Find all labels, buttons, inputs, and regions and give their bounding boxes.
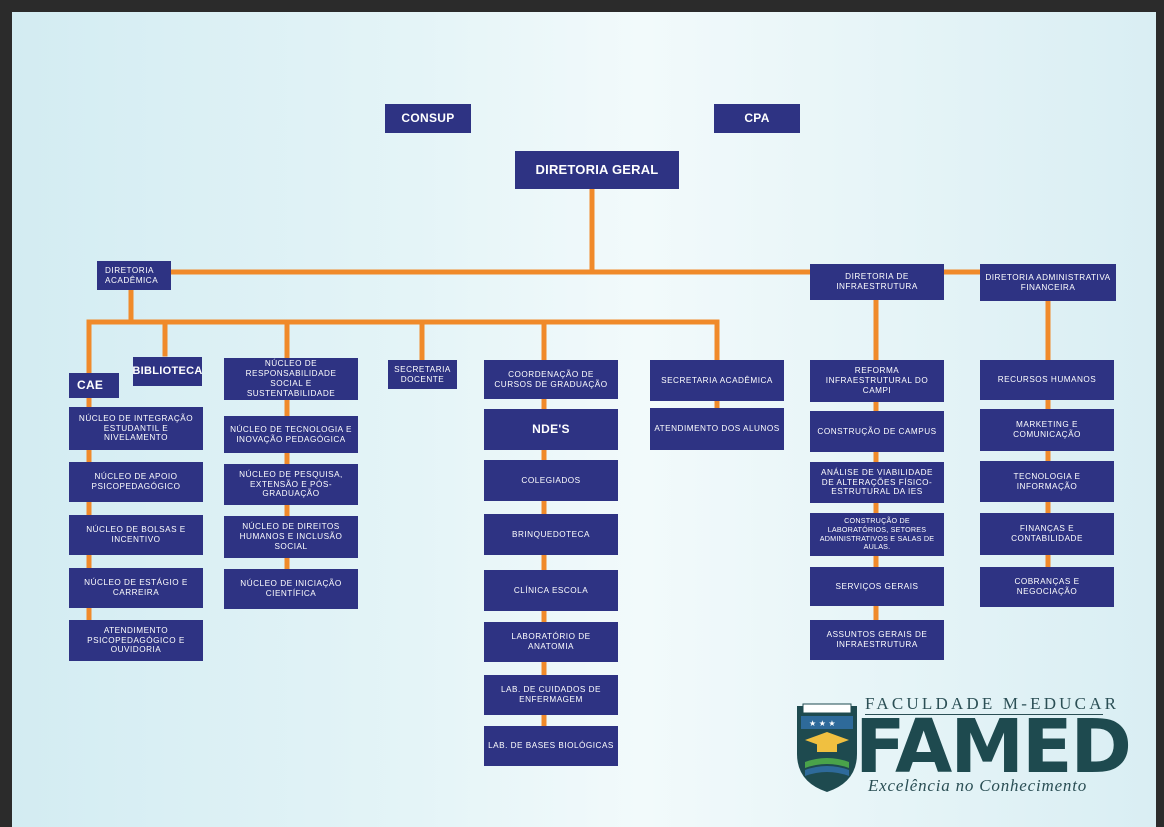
nucleo-item-label: NÚCLEO DE TECNOLOGIA E INOVAÇÃO PEDAGÓGI… (230, 424, 352, 444)
consup-label: CONSUP (401, 111, 455, 126)
nucleo-item-box: NÚCLEO DE DIREITOS HUMANOS E INCLUSÃO SO… (224, 516, 358, 558)
cae-item-label: ATENDIMENTO PSICOPEDAGÓGICO E OUVIDORIA (87, 625, 185, 655)
cae-item-box: ATENDIMENTO PSICOPEDAGÓGICO E OUVIDORIA (69, 620, 203, 661)
infra-item-box: ANÁLISE DE VIABILIDADE DE ALTERAÇÕES FÍS… (810, 462, 944, 503)
infra-item-box: ASSUNTOS GERAIS DE INFRAESTRUTURA (810, 620, 944, 660)
coordenacao-item-label: CLÍNICA ESCOLA (513, 585, 589, 595)
cae-item-label: NÚCLEO DE ESTÁGIO E CARREIRA (84, 578, 188, 597)
fin-item-label: MARKETING E COMUNICAÇÃO (1013, 420, 1081, 439)
coordenacao-label: COORDENAÇÃO DE CURSOS DE GRADUAÇÃO (494, 369, 608, 389)
cae-box: CAE (69, 373, 119, 398)
nucleo-item-box: NÚCLEO DE RESPONSABILIDADE SOCIAL E SUST… (224, 358, 358, 400)
infra-item-box: CONSTRUÇÃO DE LABORATÓRIOS, SETORES ADMI… (810, 513, 944, 556)
coordenacao-item-box: LABORATÓRIO DE ANATOMIA (484, 622, 618, 662)
nucleo-item-label: NÚCLEO DE INICIAÇÃO CIENTÍFICA (240, 579, 342, 598)
secretaria-academica-label: SECRETARIA ACADÊMICA (661, 375, 773, 385)
nucleo-item-label: NÚCLEO DE DIREITOS HUMANOS E INCLUSÃO SO… (239, 522, 343, 551)
nucleo-item-box: NÚCLEO DE INICIAÇÃO CIENTÍFICA (224, 569, 358, 609)
org-chart: CONSUP CPA DIRETORIA GERAL DIRETORIA ACA… (12, 12, 1156, 827)
cae-item-label: NÚCLEO DE INTEGRAÇÃO ESTUDANTIL E NIVELA… (78, 413, 194, 443)
cae-item-box: NÚCLEO DE APOIO PSICOPEDAGÓGICO (69, 462, 203, 502)
cae-item-box: NÚCLEO DE INTEGRAÇÃO ESTUDANTIL E NIVELA… (69, 407, 203, 450)
cae-label: CAE (77, 378, 104, 393)
diretoria-geral-label: DIRETORIA GERAL (535, 162, 659, 178)
secretaria-academica-box: SECRETARIA ACADÊMICA (650, 360, 784, 401)
logo-divider (865, 714, 1103, 715)
infra-item-box: REFORMA INFRAESTRUTURAL DO CAMPI (810, 360, 944, 402)
nde-box: NDE'S (484, 409, 618, 450)
coordenacao-item-label: LAB. DE BASES BIOLÓGICAS (488, 741, 614, 751)
atendimento-alunos-label: ATENDIMENTO DOS ALUNOS (654, 424, 780, 434)
logo-brand: FAMED (855, 704, 1132, 790)
atendimento-alunos-box: ATENDIMENTO DOS ALUNOS (650, 408, 784, 450)
coordenacao-item-label: LAB. DE CUIDADOS DE ENFERMAGEM (500, 685, 602, 704)
cpa-label: CPA (744, 111, 770, 126)
biblioteca-label: BIBLIOTECA (132, 364, 203, 377)
secretaria-docente-box: SECRETARIA DOCENTE (388, 360, 457, 389)
fin-item-label: COBRANÇAS E NEGOCIAÇÃO (1014, 577, 1080, 596)
consup-box: CONSUP (385, 104, 471, 133)
coordenacao-box: COORDENAÇÃO DE CURSOS DE GRADUAÇÃO (484, 360, 618, 399)
coordenacao-item-box: COLEGIADOS (484, 460, 618, 501)
fin-item-label: RECURSOS HUMANOS (997, 375, 1097, 385)
coordenacao-item-label: LABORATÓRIO DE ANATOMIA (511, 632, 591, 651)
coordenacao-item-label: BRINQUEDOTECA (512, 529, 590, 539)
svg-text:★ ★ ★: ★ ★ ★ (809, 719, 836, 728)
cae-item-box: NÚCLEO DE BOLSAS E INCENTIVO (69, 515, 203, 555)
nucleo-item-label: NÚCLEO DE RESPONSABILIDADE SOCIAL E SUST… (245, 359, 337, 398)
fin-item-box: COBRANÇAS E NEGOCIAÇÃO (980, 567, 1114, 607)
logo-tagline: FACULDADE M-EDUCAR (865, 694, 1120, 713)
coordenacao-item-box: CLÍNICA ESCOLA (484, 570, 618, 611)
logo-slogan: Excelência no Conhecimento (868, 776, 1088, 795)
infra-item-label: REFORMA INFRAESTRUTURAL DO CAMPI (825, 366, 929, 395)
cae-item-box: NÚCLEO DE ESTÁGIO E CARREIRA (69, 568, 203, 608)
diretoria-infraestrutura-box: DIRETORIA DE INFRAESTRUTURA (810, 264, 944, 300)
nucleo-item-box: NÚCLEO DE PESQUISA, EXTENSÃO E PÓS-GRADU… (224, 464, 358, 505)
nde-label: NDE'S (532, 422, 570, 437)
infra-item-label: SERVIÇOS GERAIS (835, 581, 919, 591)
fin-item-box: RECURSOS HUMANOS (980, 360, 1114, 400)
infra-item-box: SERVIÇOS GERAIS (810, 567, 944, 606)
fin-item-box: TECNOLOGIA E INFORMAÇÃO (980, 461, 1114, 502)
fin-item-label: TECNOLOGIA E INFORMAÇÃO (1013, 471, 1081, 491)
secretaria-docente-label: SECRETARIA DOCENTE (394, 364, 451, 384)
biblioteca-box: BIBLIOTECA (132, 357, 203, 386)
infra-item-label: ASSUNTOS GERAIS DE INFRAESTRUTURA (826, 630, 928, 649)
coordenacao-item-box: LAB. DE CUIDADOS DE ENFERMAGEM (484, 675, 618, 715)
cae-item-label: NÚCLEO DE BOLSAS E INCENTIVO (86, 525, 186, 544)
coordenacao-item-box: BRINQUEDOTECA (484, 514, 618, 555)
fin-item-box: MARKETING E COMUNICAÇÃO (980, 409, 1114, 451)
coordenacao-item-label: COLEGIADOS (521, 475, 581, 485)
fin-item-box: FINANÇAS E CONTABILIDADE (980, 513, 1114, 555)
diretoria-academica-label: DIRETORIA ACADÊMICA (105, 265, 159, 285)
diretoria-geral-box: DIRETORIA GERAL (515, 151, 679, 189)
infra-item-label: CONSTRUÇÃO DE CAMPUS (817, 426, 937, 436)
cae-item-label: NÚCLEO DE APOIO PSICOPEDAGÓGICO (91, 472, 181, 491)
coordenacao-item-box: LAB. DE BASES BIOLÓGICAS (484, 726, 618, 766)
nucleo-item-box: NÚCLEO DE TECNOLOGIA E INOVAÇÃO PEDAGÓGI… (224, 416, 358, 453)
cpa-box: CPA (714, 104, 800, 133)
infra-item-box: CONSTRUÇÃO DE CAMPUS (810, 411, 944, 452)
diretoria-financeira-box: DIRETORIA ADMINISTRATIVA FINANCEIRA (980, 264, 1116, 301)
diretoria-academica-box: DIRETORIA ACADÊMICA (97, 261, 171, 290)
diretoria-financeira-label: DIRETORIA ADMINISTRATIVA FINANCEIRA (985, 272, 1111, 292)
diretoria-infraestrutura-label: DIRETORIA DE INFRAESTRUTURA (836, 272, 918, 291)
fin-item-label: FINANÇAS E CONTABILIDADE (1011, 524, 1083, 543)
nucleo-item-label: NÚCLEO DE PESQUISA, EXTENSÃO E PÓS-GRADU… (239, 469, 343, 499)
infra-item-label: CONSTRUÇÃO DE LABORATÓRIOS, SETORES ADMI… (819, 516, 935, 552)
infra-item-label: ANÁLISE DE VIABILIDADE DE ALTERAÇÕES FÍS… (820, 467, 934, 497)
crest-icon: ★ ★ ★ (797, 703, 857, 792)
famed-logo: ★ ★ ★ FACULDADE M-EDUCAR FAMED Excelênci… (795, 690, 1132, 810)
